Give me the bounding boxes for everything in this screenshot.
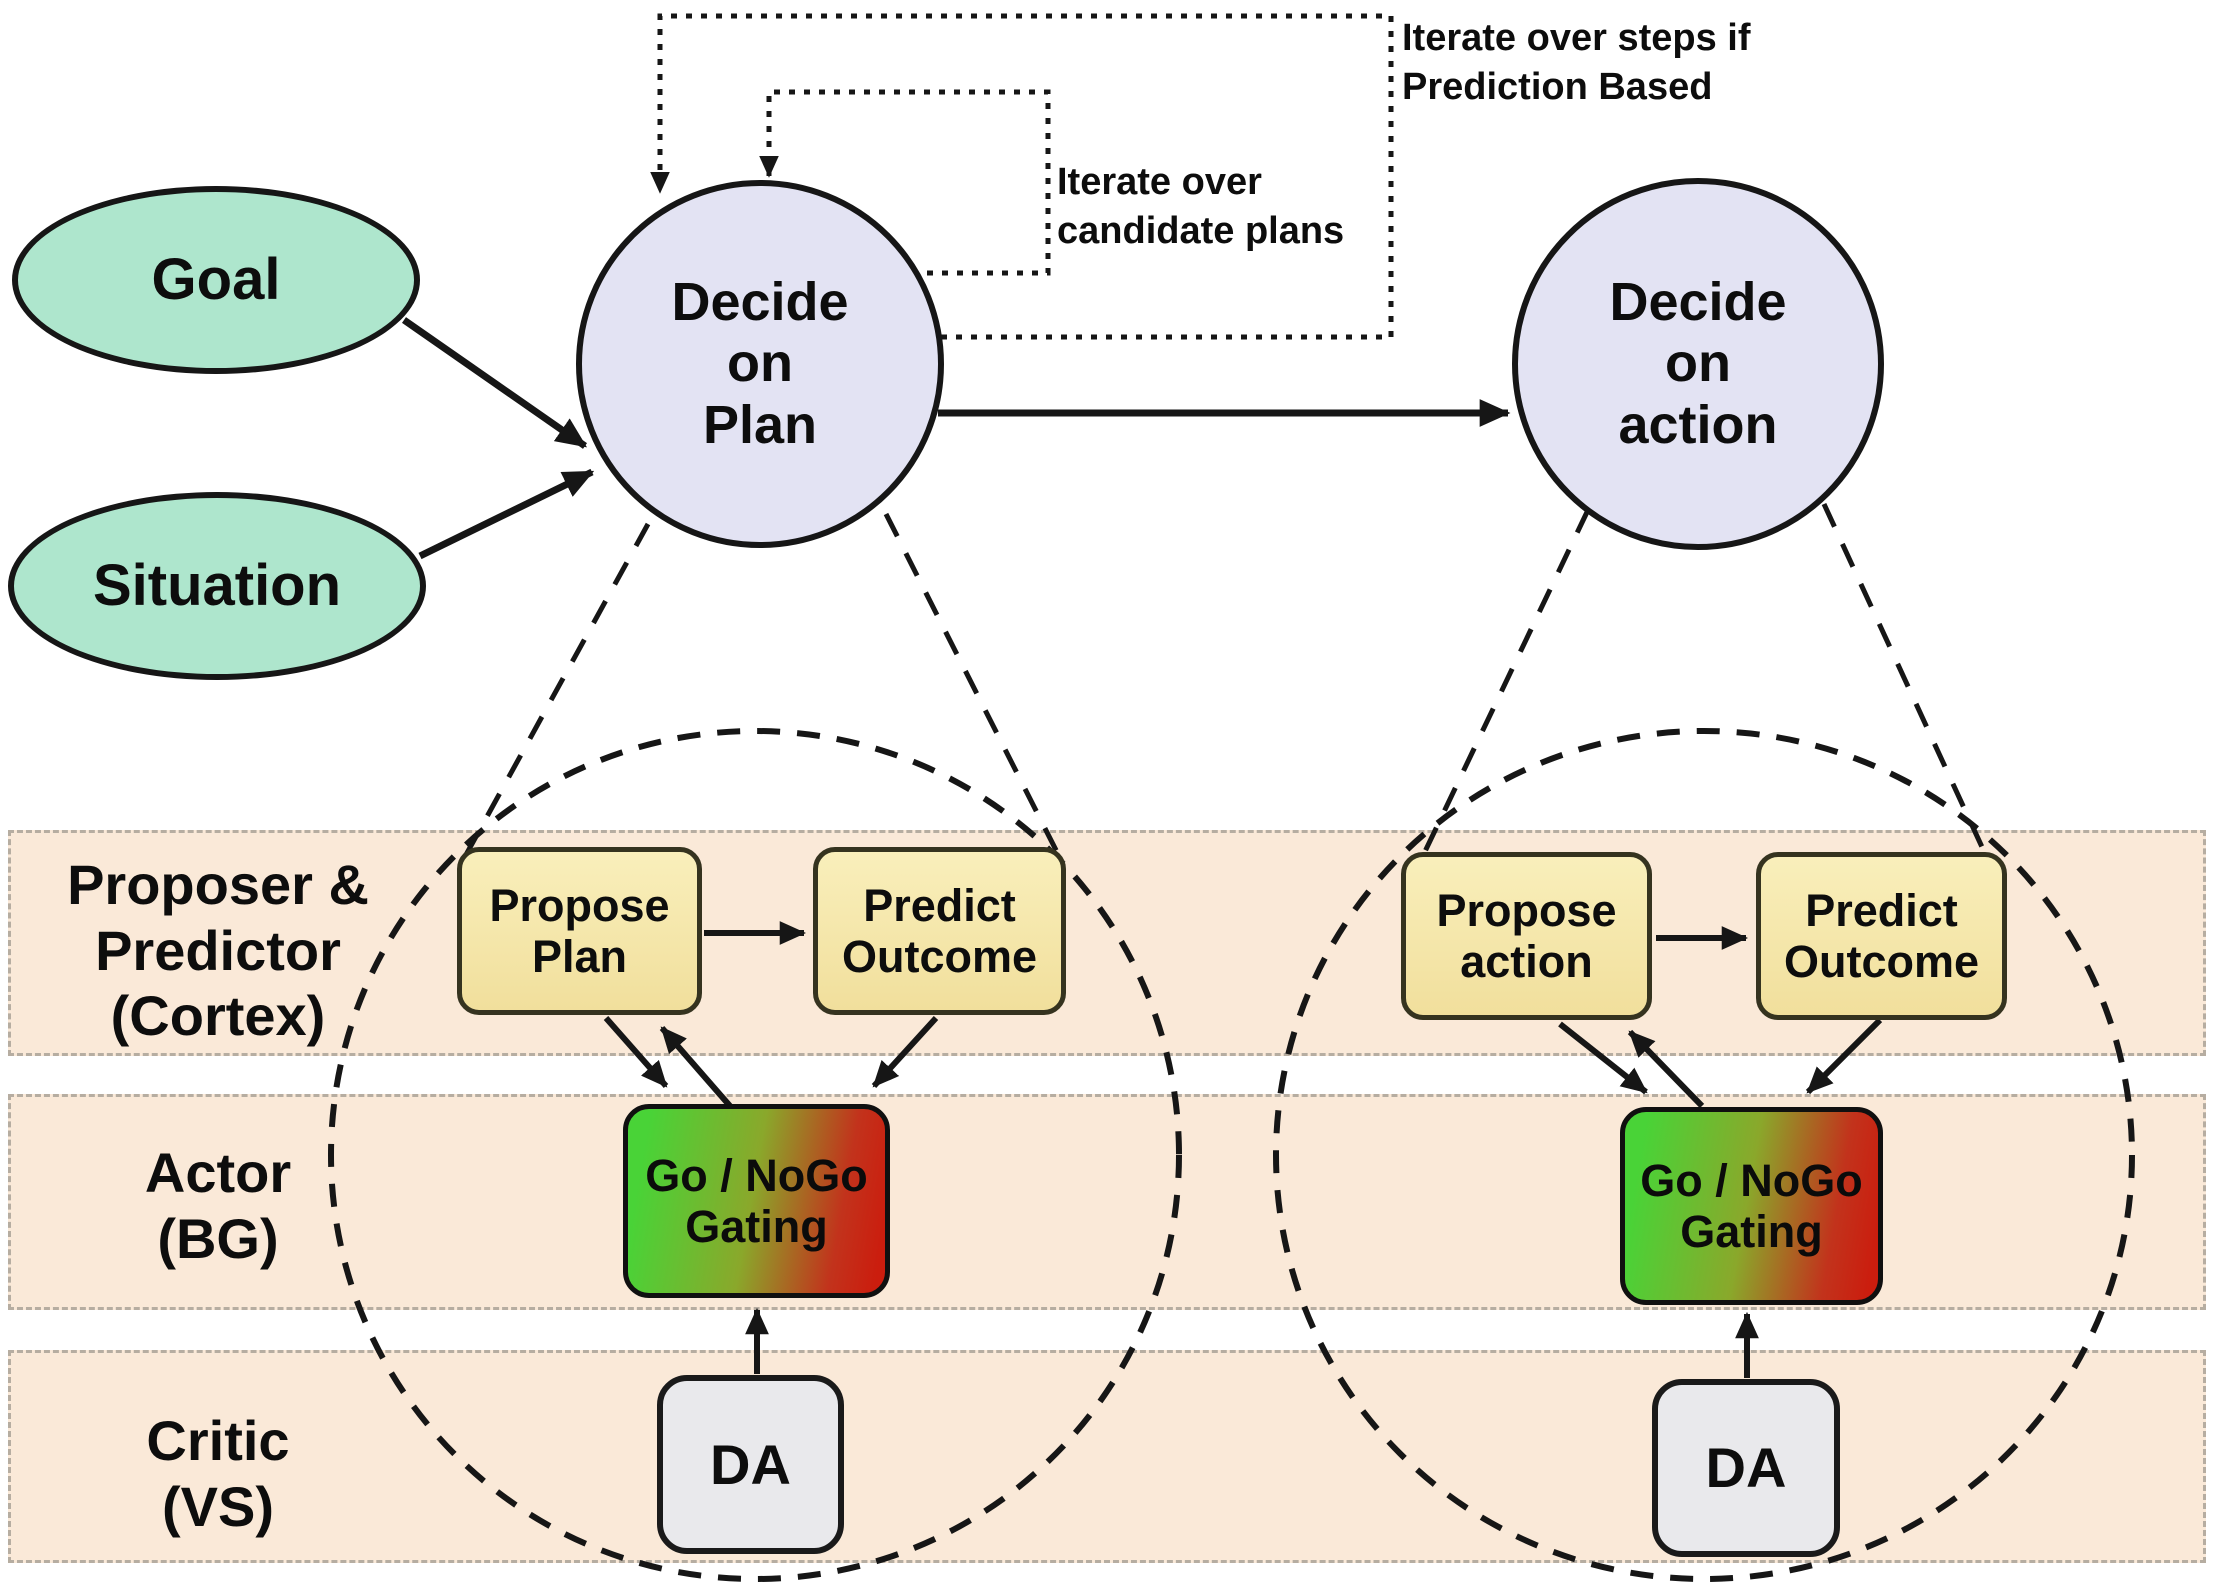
predict-outcome-left-label: Predict Outcome	[841, 879, 1038, 982]
zoom-line-plan-left	[459, 522, 651, 864]
propose-plan-box: Propose Plan	[457, 847, 702, 1015]
predict-outcome-right-label: Predict Outcome	[1783, 884, 1980, 987]
da-left-box: DA	[657, 1375, 844, 1554]
band-actor-label: Actor (BG)	[144, 1141, 292, 1270]
go-nogo-gating-left-box: Go / NoGo Gating	[623, 1104, 890, 1298]
zoom-line-plan-right	[883, 512, 1065, 864]
decide-on-plan-label: Decide on Plan	[671, 272, 849, 455]
iterate-candidate-plans-label: Iterate over candidate plans	[1057, 161, 1345, 253]
zoom-line-action-left	[1417, 508, 1591, 864]
go-nogo-gating-right-label: Go / NoGo Gating	[1640, 1154, 1863, 1257]
predict-outcome-right-box: Predict Outcome	[1756, 852, 2007, 1020]
iterate-steps-label: Iterate over steps if Prediction Based	[1402, 17, 1751, 109]
zoom-line-action-right	[1821, 502, 1991, 862]
situation-label: Situation	[92, 552, 342, 618]
da-right-box: DA	[1652, 1379, 1840, 1557]
decide-on-action-label: Decide on action	[1609, 272, 1787, 455]
go-nogo-gating-right-box: Go / NoGo Gating	[1620, 1107, 1883, 1305]
situation-ellipse: Situation	[8, 492, 426, 680]
predict-outcome-left-box: Predict Outcome	[813, 847, 1066, 1015]
band-critic-label: Critic (VS)	[146, 1409, 290, 1538]
propose-action-box: Propose action	[1401, 852, 1652, 1020]
go-nogo-gating-left-label: Go / NoGo Gating	[645, 1149, 868, 1252]
da-right-label: DA	[1705, 1436, 1787, 1500]
decide-on-plan-circle: Decide on Plan	[576, 180, 944, 548]
propose-plan-label: Propose Plan	[489, 879, 670, 982]
arrow-situation-to-plan	[418, 468, 595, 560]
arrow-goal-to-plan	[402, 317, 588, 449]
band-cortex-label: Proposer & Predictor (Cortex)	[67, 853, 369, 1048]
goal-ellipse: Goal	[12, 186, 420, 374]
goal-label: Goal	[151, 246, 281, 312]
decide-on-action-circle: Decide on action	[1512, 178, 1884, 550]
da-left-label: DA	[710, 1432, 791, 1496]
propose-action-label: Propose action	[1436, 884, 1617, 987]
